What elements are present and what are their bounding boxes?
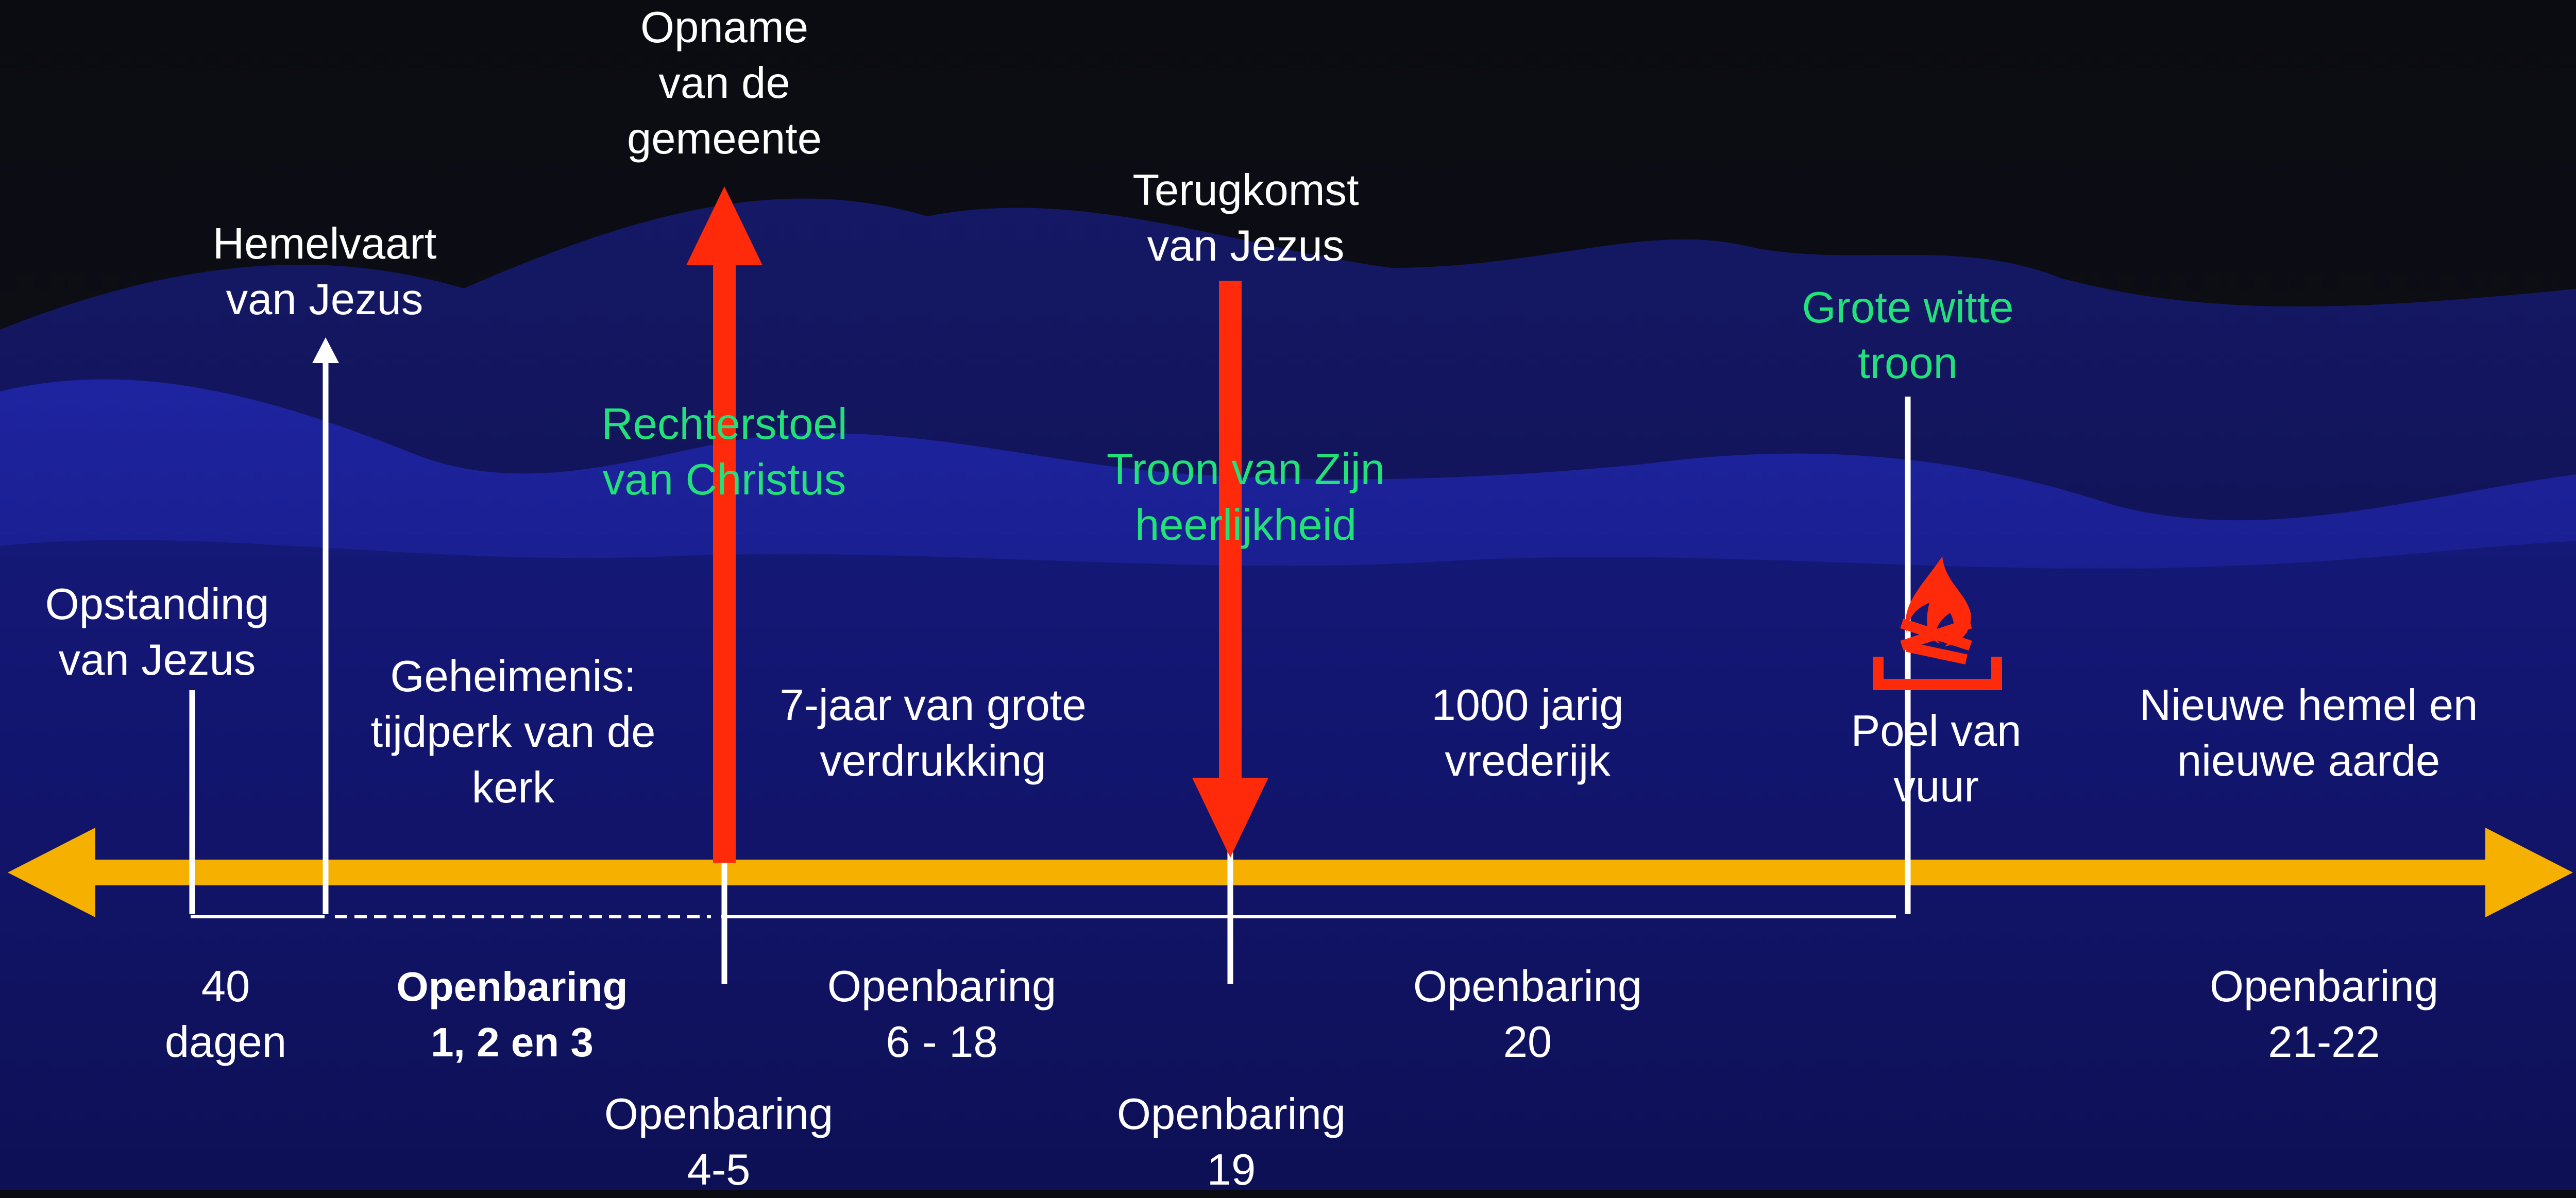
verdrukking-line2: verdrukking xyxy=(820,737,1046,785)
label-openbaring-1-3: Openbaring 1, 2 en 3 xyxy=(358,959,667,1070)
label-verdrukking: 7-jaar van grote verdrukking xyxy=(753,678,1113,789)
opb-6-18-line2: 6 - 18 xyxy=(886,1018,998,1067)
veertig-line1: 40 xyxy=(201,962,250,1011)
label-openbaring-21-22: Openbaring 21-22 xyxy=(2170,959,2479,1070)
timeline-axis xyxy=(8,828,2573,917)
opb-1-3-line1: Openbaring xyxy=(396,964,628,1009)
verdrukking-line1: 7-jaar van grote xyxy=(779,681,1087,730)
label-rechterstoel: Rechterstoel van Christus xyxy=(544,397,905,508)
vrederijk-line2: vrederijk xyxy=(1445,737,1611,785)
hemelvaart-arrowhead xyxy=(312,337,339,363)
label-grote-witte-troon: Grote witte troon xyxy=(1727,280,2088,391)
label-hemelvaart: Hemelvaart van Jezus xyxy=(170,216,479,328)
vrederijk-line1: 1000 jarig xyxy=(1431,681,1624,730)
hemelvaart-line2: van Jezus xyxy=(226,275,423,324)
opb-19-line2: 19 xyxy=(1207,1145,1256,1194)
hemelvaart-line1: Hemelvaart xyxy=(212,219,437,268)
geheimenis-line3: kerk xyxy=(471,763,555,812)
label-poel-van-vuur: Poel van vuur xyxy=(1782,704,2091,815)
geheimenis-line1: Geheimenis: xyxy=(390,652,636,701)
grote-witte-troon-line1: Grote witte xyxy=(1802,283,2014,332)
label-openbaring-4-5: Openbaring 4-5 xyxy=(564,1087,873,1198)
label-terugkomst: Terugkomst van Jezus xyxy=(1091,163,1400,274)
label-40-dagen: 40 dagen xyxy=(123,959,329,1070)
label-troon-heerlijkheid: Troon van Zijn heerlijkheid xyxy=(1065,442,1426,553)
opb-21-22-line2: 21-22 xyxy=(2268,1018,2380,1067)
opname-line2: van de xyxy=(658,59,790,108)
opname-arrow xyxy=(686,186,762,863)
axis-right-arrowhead xyxy=(2485,828,2573,917)
rechterstoel-line1: Rechterstoel xyxy=(601,400,848,449)
label-geheimenis: Geheimenis: tijdperk van de kerk xyxy=(333,649,693,816)
label-nieuwe-hemel: Nieuwe hemel en nieuwe aarde xyxy=(2103,678,2515,789)
rechterstoel-line2: van Christus xyxy=(602,455,846,504)
opb-19-line1: Openbaring xyxy=(1116,1090,1346,1139)
opname-line1: Opname xyxy=(640,3,808,52)
troon-heerlijkheid-line1: Troon van Zijn xyxy=(1106,445,1385,494)
poel-line2: vuur xyxy=(1893,762,1979,811)
label-vrederijk: 1000 jarig vrederijk xyxy=(1347,678,1708,789)
opb-21-22-line1: Openbaring xyxy=(2209,962,2439,1011)
opb-20-line1: Openbaring xyxy=(1413,962,1642,1011)
label-openbaring-20: Openbaring 20 xyxy=(1373,959,1682,1070)
geheimenis-line2: tijdperk van de xyxy=(370,708,656,757)
opname-line3: gemeente xyxy=(626,114,822,163)
opb-20-line2: 20 xyxy=(1503,1018,1552,1067)
opstanding-line1: Opstanding xyxy=(45,580,269,629)
opb-4-5-line2: 4-5 xyxy=(687,1145,751,1194)
opstanding-line2: van Jezus xyxy=(58,636,256,684)
label-openbaring-6-18: Openbaring 6 - 18 xyxy=(787,959,1096,1070)
opb-4-5-line1: Openbaring xyxy=(604,1090,834,1139)
fire-icon xyxy=(1873,556,2002,690)
opb-1-3-line2: 1, 2 en 3 xyxy=(431,1019,594,1065)
veertig-line2: dagen xyxy=(164,1018,287,1067)
troon-heerlijkheid-line2: heerlijkheid xyxy=(1135,501,1357,550)
label-openbaring-19: Openbaring 19 xyxy=(1077,1087,1386,1198)
nieuw-line1: Nieuwe hemel en xyxy=(2139,681,2478,730)
terugkomst-line2: van Jezus xyxy=(1147,221,1345,270)
axis-left-arrowhead xyxy=(8,828,95,917)
label-opstanding: Opstanding van Jezus xyxy=(0,577,314,688)
terugkomst-arrow xyxy=(1192,281,1268,858)
opb-6-18-line1: Openbaring xyxy=(827,962,1057,1011)
poel-line1: Poel van xyxy=(1851,707,2022,756)
label-opname: Opname van de gemeente xyxy=(570,0,879,167)
grote-witte-troon-line2: troon xyxy=(1858,339,1958,388)
nieuw-line2: nieuwe aarde xyxy=(2177,737,2441,785)
terugkomst-line1: Terugkomst xyxy=(1132,166,1359,215)
